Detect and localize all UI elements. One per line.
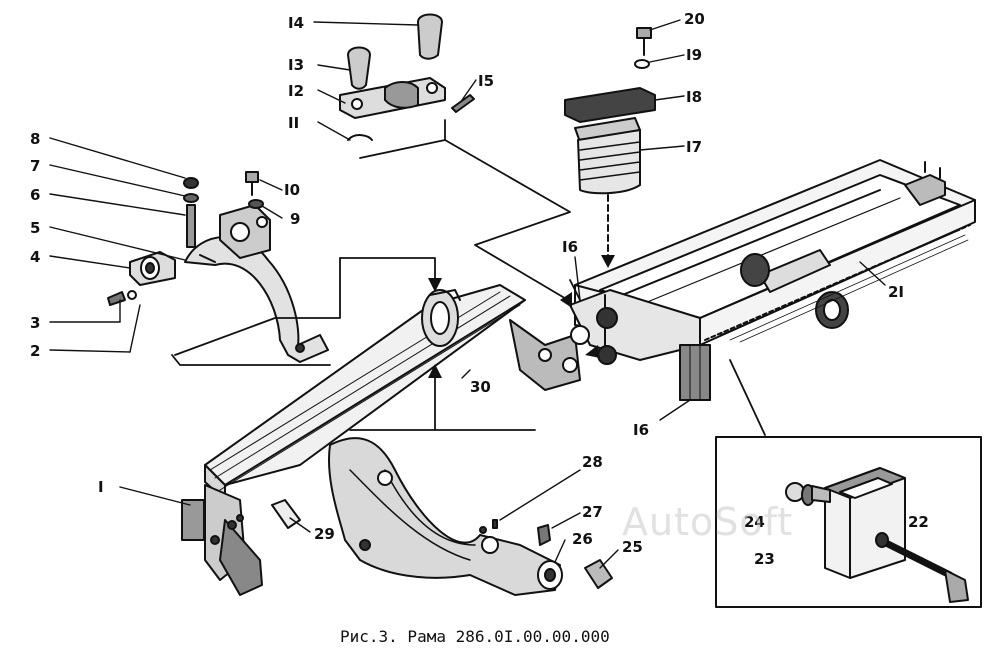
top-right-group [564,27,656,266]
leader-lines [171,119,766,436]
callout-label: I2 [288,82,305,100]
clamp-5 [184,204,329,363]
callout-label: 27 [582,503,603,521]
figure-caption: Рис.3. Рама 286.0I.00.00.000 [340,627,610,646]
callout-label: I4 [288,14,305,32]
callout-label: I6 [633,421,650,439]
callout-label: 28 [582,453,603,471]
small-hardware-lower [271,499,613,589]
callout-label: I0 [284,181,301,199]
callout-label: 7 [30,157,41,175]
inset-detail [715,436,982,608]
callout-label: I6 [562,238,579,256]
callout-label: 26 [572,530,593,548]
callout-label: 9 [290,210,301,228]
callout-label: 20 [684,10,705,28]
left-end-bracket [181,484,263,596]
main-frame-21 [574,159,976,346]
callout-label: I [98,478,104,496]
callout-label: 22 [908,513,929,531]
watermark: AutoSoft [622,500,794,544]
callout-label: 30 [470,378,491,396]
label-pointers [49,19,886,569]
lower-bracket-26 [328,437,563,596]
arrows [428,255,615,378]
callout-label: 4 [30,248,41,266]
callout-label: 2I [888,283,905,301]
spring-beam [204,284,590,501]
callout-label: 23 [754,550,775,568]
callout-label: 24 [744,513,765,531]
callout-label: I5 [478,72,495,90]
callout-label: 2 [30,342,41,360]
callout-label: II [288,114,300,132]
callout-label: 29 [314,525,335,543]
callout-label: I7 [686,138,703,156]
callout-label: 5 [30,219,41,237]
small-hardware-left [107,171,264,306]
callout-label: I3 [288,56,305,74]
callout-label: 25 [622,538,643,556]
hitch-block [569,289,711,401]
callout-label: 3 [30,314,41,332]
top-pin-group [339,13,475,141]
callout-label: I8 [686,88,703,106]
callout-label: I9 [686,46,703,64]
callout-label: 6 [30,186,41,204]
callout-label: 8 [30,130,41,148]
